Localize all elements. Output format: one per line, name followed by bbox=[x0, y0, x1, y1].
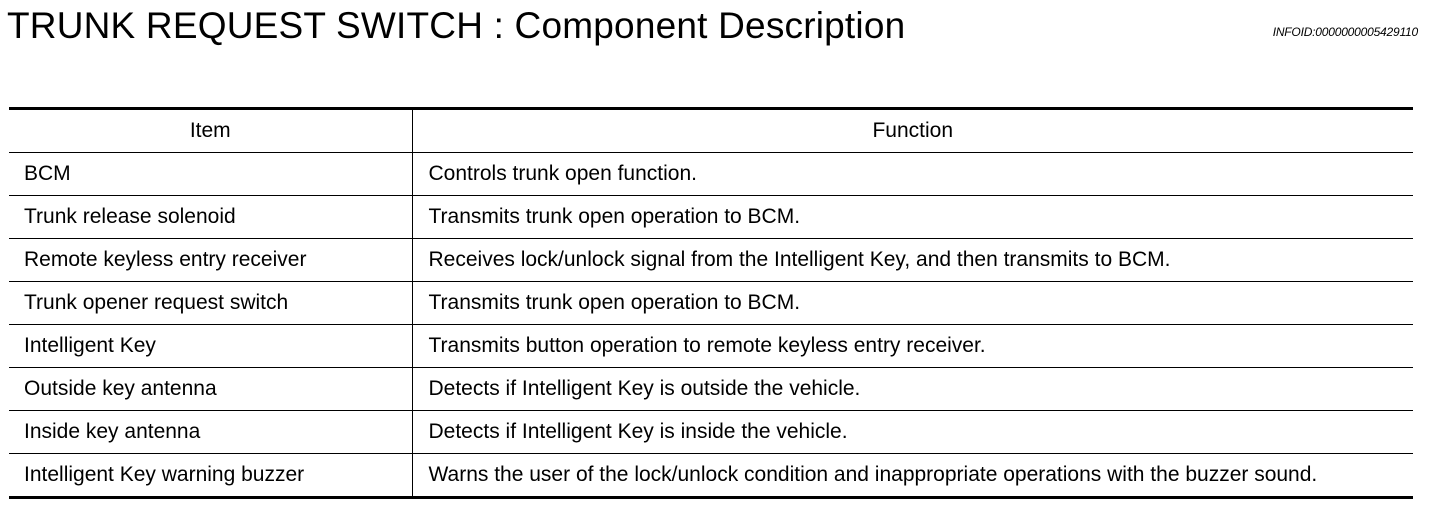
table-row: Intelligent Key Transmits button operati… bbox=[9, 324, 1413, 368]
table-row: Intelligent Key warning buzzer Warns the… bbox=[9, 453, 1413, 498]
table-row: Trunk release solenoid Transmits trunk o… bbox=[9, 195, 1413, 239]
item-cell: Outside key antenna bbox=[9, 367, 413, 411]
column-header-item: Item bbox=[9, 108, 413, 153]
table-header-row: Item Function bbox=[9, 108, 1413, 153]
function-cell: Transmits button operation to remote key… bbox=[412, 324, 1413, 368]
component-table: Item Function BCM Controls trunk open fu… bbox=[9, 107, 1413, 499]
table-row: BCM Controls trunk open function. bbox=[9, 152, 1413, 196]
table-row: Outside key antenna Detects if Intellige… bbox=[9, 367, 1413, 411]
function-cell: Transmits trunk open operation to BCM. bbox=[412, 281, 1413, 325]
item-cell: BCM bbox=[9, 152, 413, 196]
function-cell: Receives lock/unlock signal from the Int… bbox=[412, 238, 1413, 282]
table-row: Inside key antenna Detects if Intelligen… bbox=[9, 410, 1413, 454]
table-row: Remote keyless entry receiver Receives l… bbox=[9, 238, 1413, 282]
item-cell: Trunk release solenoid bbox=[9, 195, 413, 239]
function-cell: Transmits trunk open operation to BCM. bbox=[412, 195, 1413, 239]
item-cell: Remote keyless entry receiver bbox=[9, 238, 413, 282]
info-id: INFOID:0000000005429110 bbox=[1272, 25, 1418, 39]
item-cell: Intelligent Key warning buzzer bbox=[9, 453, 413, 498]
item-cell: Trunk opener request switch bbox=[9, 281, 413, 325]
function-cell: Detects if Intelligent Key is outside th… bbox=[412, 367, 1413, 411]
column-header-function: Function bbox=[412, 108, 1413, 153]
item-cell: Intelligent Key bbox=[9, 324, 413, 368]
item-cell: Inside key antenna bbox=[9, 410, 413, 454]
table-row: Trunk opener request switch Transmits tr… bbox=[9, 281, 1413, 325]
function-cell: Controls trunk open function. bbox=[412, 152, 1413, 196]
function-cell: Warns the user of the lock/unlock condit… bbox=[428, 463, 1318, 486]
function-cell: Detects if Intelligent Key is inside the… bbox=[412, 410, 1413, 454]
page-title: TRUNK REQUEST SWITCH : Component Descrip… bbox=[7, 5, 906, 46]
